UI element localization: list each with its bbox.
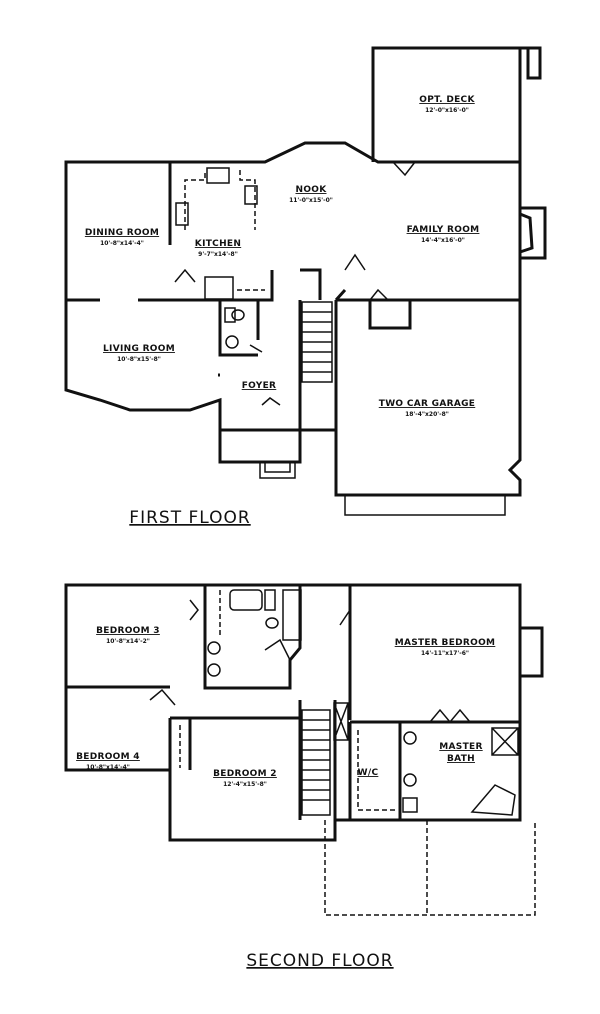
kitchen-counters [184,170,256,230]
fireplace [519,206,547,260]
second-floor-plan: BEDROOM 3 10'-8"x14'-2" MASTER BEDROOM 1… [64,583,544,971]
room-label-bedroom-4: BEDROOM 4 [76,752,140,762]
doors [174,161,416,406]
room-size-kitchen: 9'-7"x14'-8" [198,251,238,258]
first-floor-plan: OPT. DECK 12'-0"x16'-0" NOOK 11'-0"x15'-… [64,46,547,528]
second-floor-title: SECOND FLOOR [246,951,393,971]
toilet-bowl [231,309,245,321]
room-size-dining: 10'-8"x14'-4" [100,240,144,247]
shower [491,727,519,756]
refrigerator [244,185,258,205]
room-size-bedroom-3: 10'-8"x14'-2" [106,638,150,645]
powder-sink [225,335,239,349]
interior-walls [66,162,520,432]
room-label-kitchen: KITCHEN [195,239,241,249]
first-floor-exterior-wall [64,141,522,497]
deck-outline [371,46,542,162]
room-label-family: FAMILY ROOM [407,225,480,235]
room-size-nook: 11'-0"x15'-0" [289,197,333,204]
interior-walls [64,585,520,820]
first-floor-stairs [301,301,333,383]
doors [149,599,471,724]
room-label-bedroom-2: BEDROOM 2 [213,769,277,779]
room-label-deck: OPT. DECK [419,95,475,105]
second-floor-exterior-wall [64,583,522,842]
closet [368,300,412,330]
room-label-living: LIVING ROOM [103,344,175,354]
master-sink-1 [403,731,417,745]
room-label-bedroom-3: BEDROOM 3 [96,626,160,636]
corner-tub [470,784,516,816]
second-floor-stairs [301,709,331,816]
room-label-wic: W/C [358,768,379,778]
room-label-garage: TWO CAR GARAGE [379,399,475,409]
first-floor-title: FIRST FLOOR [129,508,250,528]
room-label-master-bath-1: MASTER [439,742,482,752]
master-toilet [402,797,418,813]
master-bump-out [520,626,544,678]
toilet [224,307,236,323]
room-size-master-bedroom: 14'-11"x17'-6" [421,650,469,657]
room-size-family: 14'-4"x16'-0" [421,237,465,244]
room-size-bedroom-4: 10'-8"x14'-4" [86,764,130,771]
front-stoop [259,462,296,479]
sink-1 [207,641,221,655]
room-label-master-bedroom: MASTER BEDROOM [395,638,496,648]
kitchen-sink [206,167,230,184]
room-label-dining: DINING ROOM [85,228,159,238]
attic-access [333,702,349,741]
room-label-master-bath-2: BATH [447,754,475,764]
bathtub [229,589,263,611]
toilet-2 [265,617,279,629]
closet-shelves [179,590,395,811]
garage-apron [344,495,506,516]
room-label-nook: NOOK [295,185,327,195]
linen-closet [264,589,276,611]
washer-dryer [204,276,234,300]
range [175,202,189,226]
deck-below [324,820,536,916]
vanity [282,589,302,641]
room-label-foyer: FOYER [242,381,277,391]
room-size-living: 10'-8"x15'-8" [117,356,161,363]
room-size-bedroom-2: 12'-4"x15'-8" [223,781,267,788]
room-size-deck: 12'-0"x16'-0" [425,107,469,114]
master-sink-2 [403,773,417,787]
room-size-garage: 18'-4"x20'-8" [405,411,449,418]
sink-2 [207,663,221,677]
